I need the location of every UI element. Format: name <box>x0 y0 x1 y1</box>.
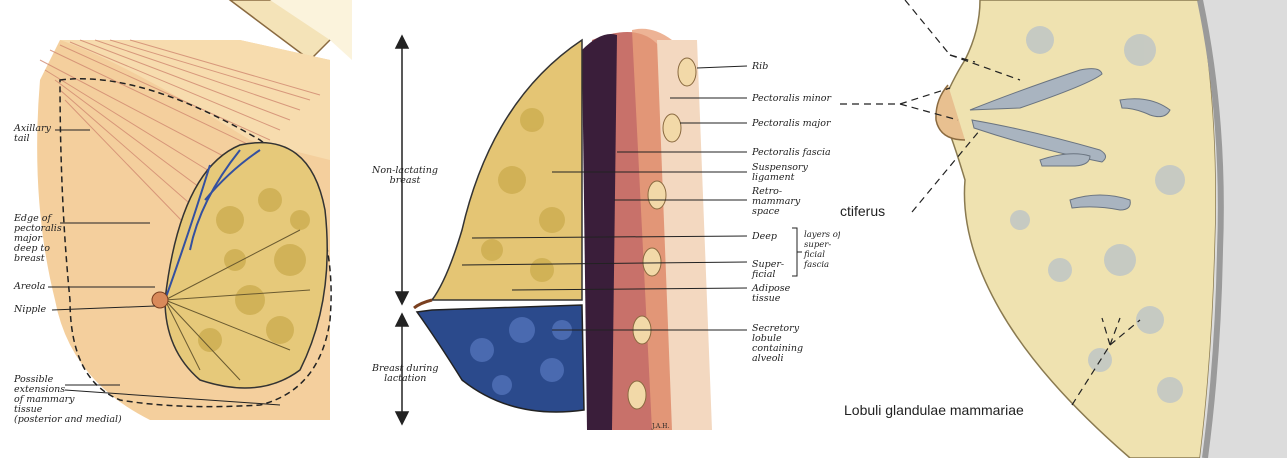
label-pectoralis-minor: Pectoralis minor <box>752 94 831 104</box>
label-pectoralis-fascia: Pectoralis fascia <box>752 148 831 158</box>
label-ductus-lactiferus: ctiferus <box>840 203 885 219</box>
label-lobuli-glandulae: Lobuli glandulae mammariae <box>844 402 1024 418</box>
label-non-lactating: Non-lactating breast <box>372 166 438 186</box>
label-nipple: Nipple <box>14 305 46 315</box>
artist-signature: J.A.H. <box>652 422 669 432</box>
histology-breast-drawing <box>840 0 1287 458</box>
label-lactation: Breast during lactation <box>372 364 439 384</box>
label-layers-superficial-fascia: layers of super- ficial fascia <box>804 230 840 270</box>
label-pectoralis-major: Pectoralis major <box>752 119 831 129</box>
label-edge-pectoralis: Edge of pectoralis major deep to breast <box>14 214 62 264</box>
label-axillary-tail: Axillary tail <box>14 124 51 144</box>
label-deep: Deep <box>752 232 777 242</box>
label-secretory-lobule: Secretory lobule containing alveoli <box>752 324 803 364</box>
label-areola: Areola <box>14 282 45 292</box>
label-superficial: Super- ficial <box>752 260 784 280</box>
label-retromammary-space: Retro- mammary space <box>752 187 800 217</box>
label-suspensory-ligament: Suspensory ligament <box>752 163 808 183</box>
sagittal-breast-illustration: Non-lactating breast Breast during lacta… <box>352 0 840 458</box>
label-adipose-tissue: Adipose tissue <box>752 284 790 304</box>
label-rib: Rib <box>752 62 768 72</box>
frontal-breast-illustration: Axillary tail Edge of pectoralis major d… <box>0 0 352 458</box>
histology-breast-illustration: ctiferus Lobuli glandulae mammariae <box>840 0 1287 458</box>
label-mammary-extensions: Possible extensions of mammary tissue (p… <box>14 375 122 425</box>
